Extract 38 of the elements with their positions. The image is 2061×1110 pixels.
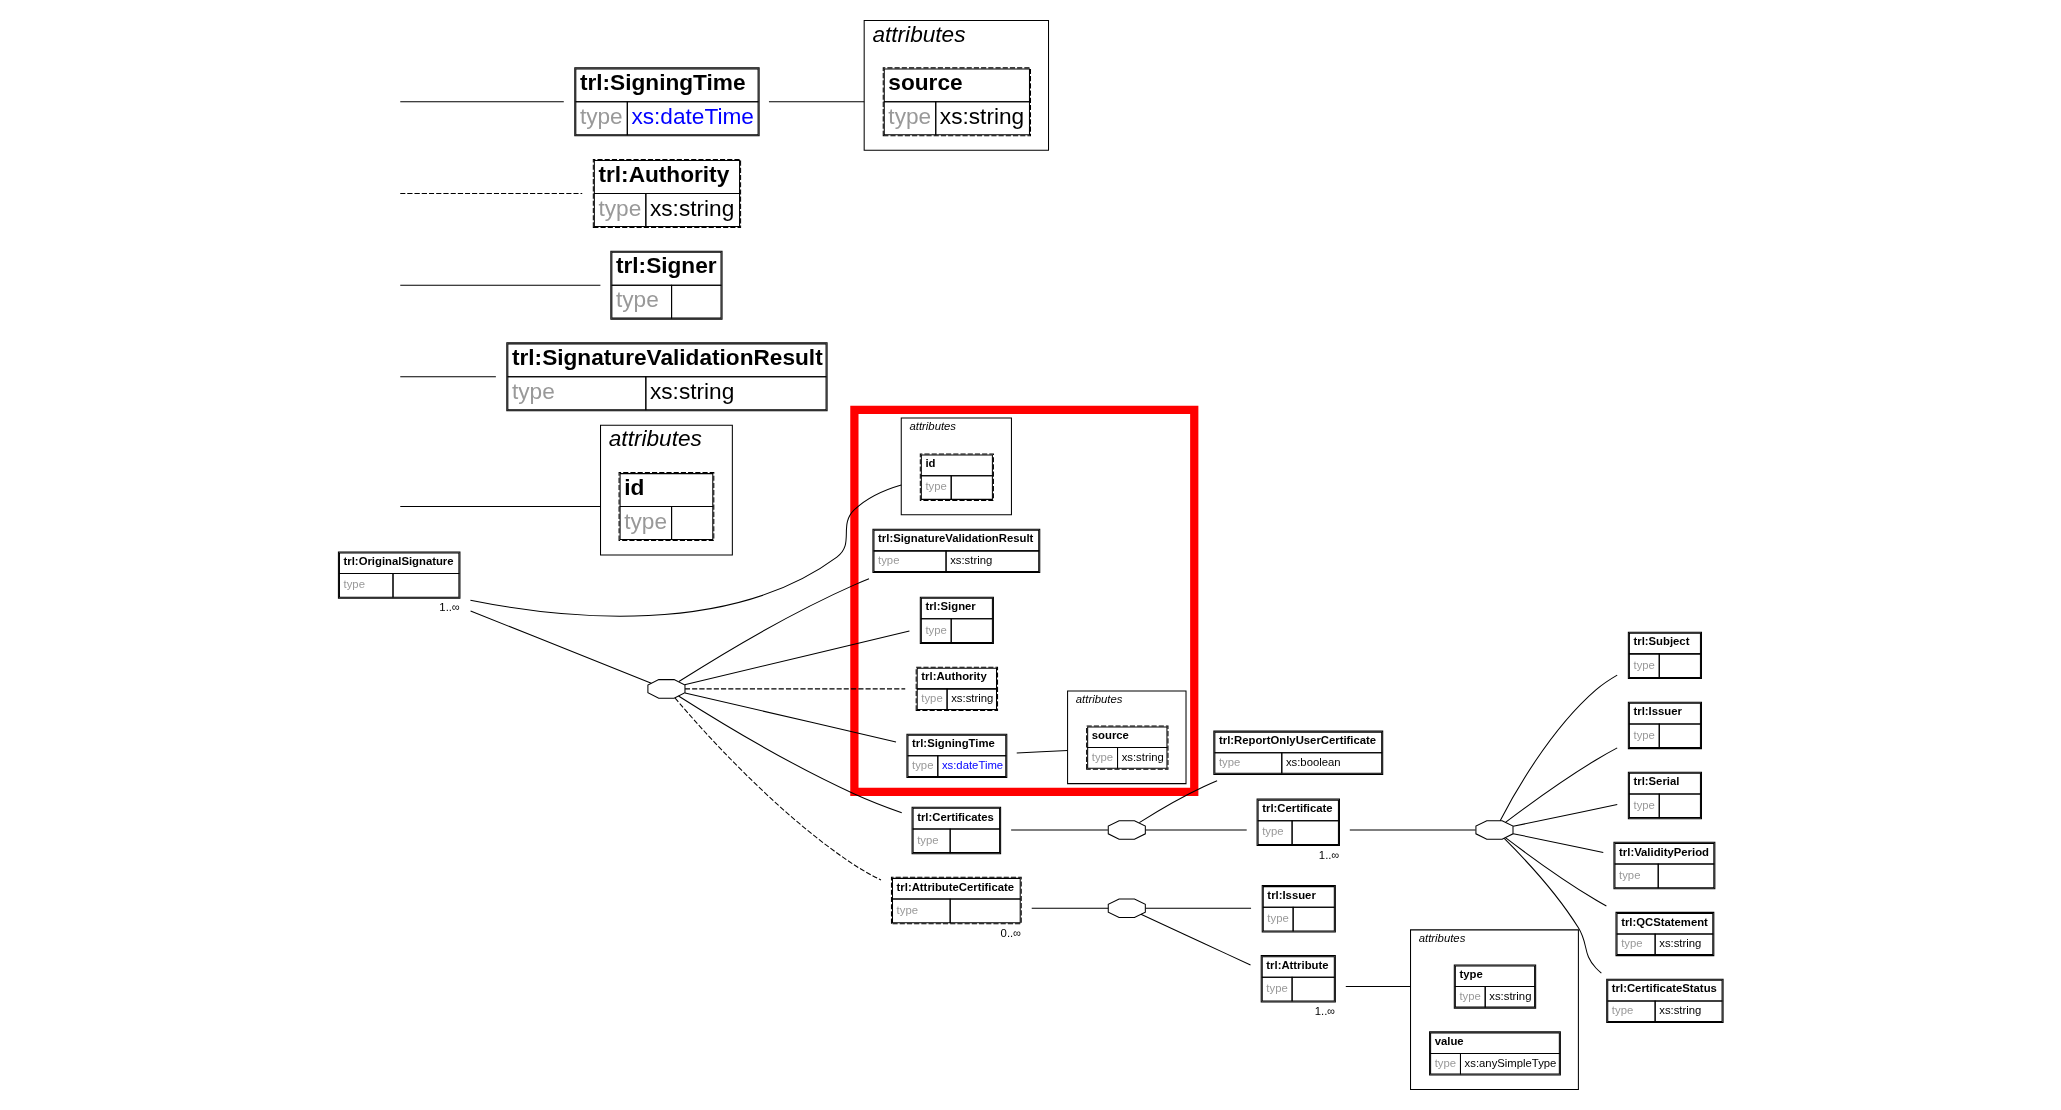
node-label: 1..∞	[1314, 1005, 1336, 1018]
connector	[1145, 907, 1252, 909]
connector	[684, 630, 910, 686]
connector	[399, 284, 601, 286]
connector	[399, 376, 497, 378]
connector	[1140, 913, 1252, 966]
node-octagon	[647, 679, 686, 699]
connector	[1499, 674, 1618, 822]
connector	[684, 692, 897, 743]
node-label: 1..∞	[439, 601, 460, 614]
connector	[1145, 829, 1248, 831]
connector	[1503, 837, 1602, 974]
connector	[399, 193, 583, 195]
connector	[1345, 986, 1412, 988]
connector	[1016, 749, 1069, 754]
connector	[1138, 780, 1218, 824]
connector	[1504, 837, 1607, 907]
connector	[399, 506, 602, 508]
connector	[1031, 907, 1109, 909]
node-label: 1..∞	[1318, 848, 1340, 861]
connector	[469, 484, 902, 617]
connector	[678, 695, 903, 814]
connector	[674, 697, 882, 881]
connector	[678, 578, 870, 683]
connector	[1010, 829, 1109, 831]
node-octagon	[1475, 820, 1514, 840]
connector	[1512, 804, 1618, 827]
cluster	[850, 405, 1199, 796]
connector	[1349, 829, 1477, 831]
connector	[399, 101, 565, 103]
connector	[470, 610, 652, 684]
node-label: 0..∞	[1000, 926, 1022, 939]
connector	[768, 101, 865, 103]
connector	[1504, 747, 1618, 823]
node-octagon	[1107, 898, 1146, 919]
node-octagon	[1107, 820, 1146, 840]
connector	[1512, 833, 1604, 853]
connector	[684, 688, 906, 690]
